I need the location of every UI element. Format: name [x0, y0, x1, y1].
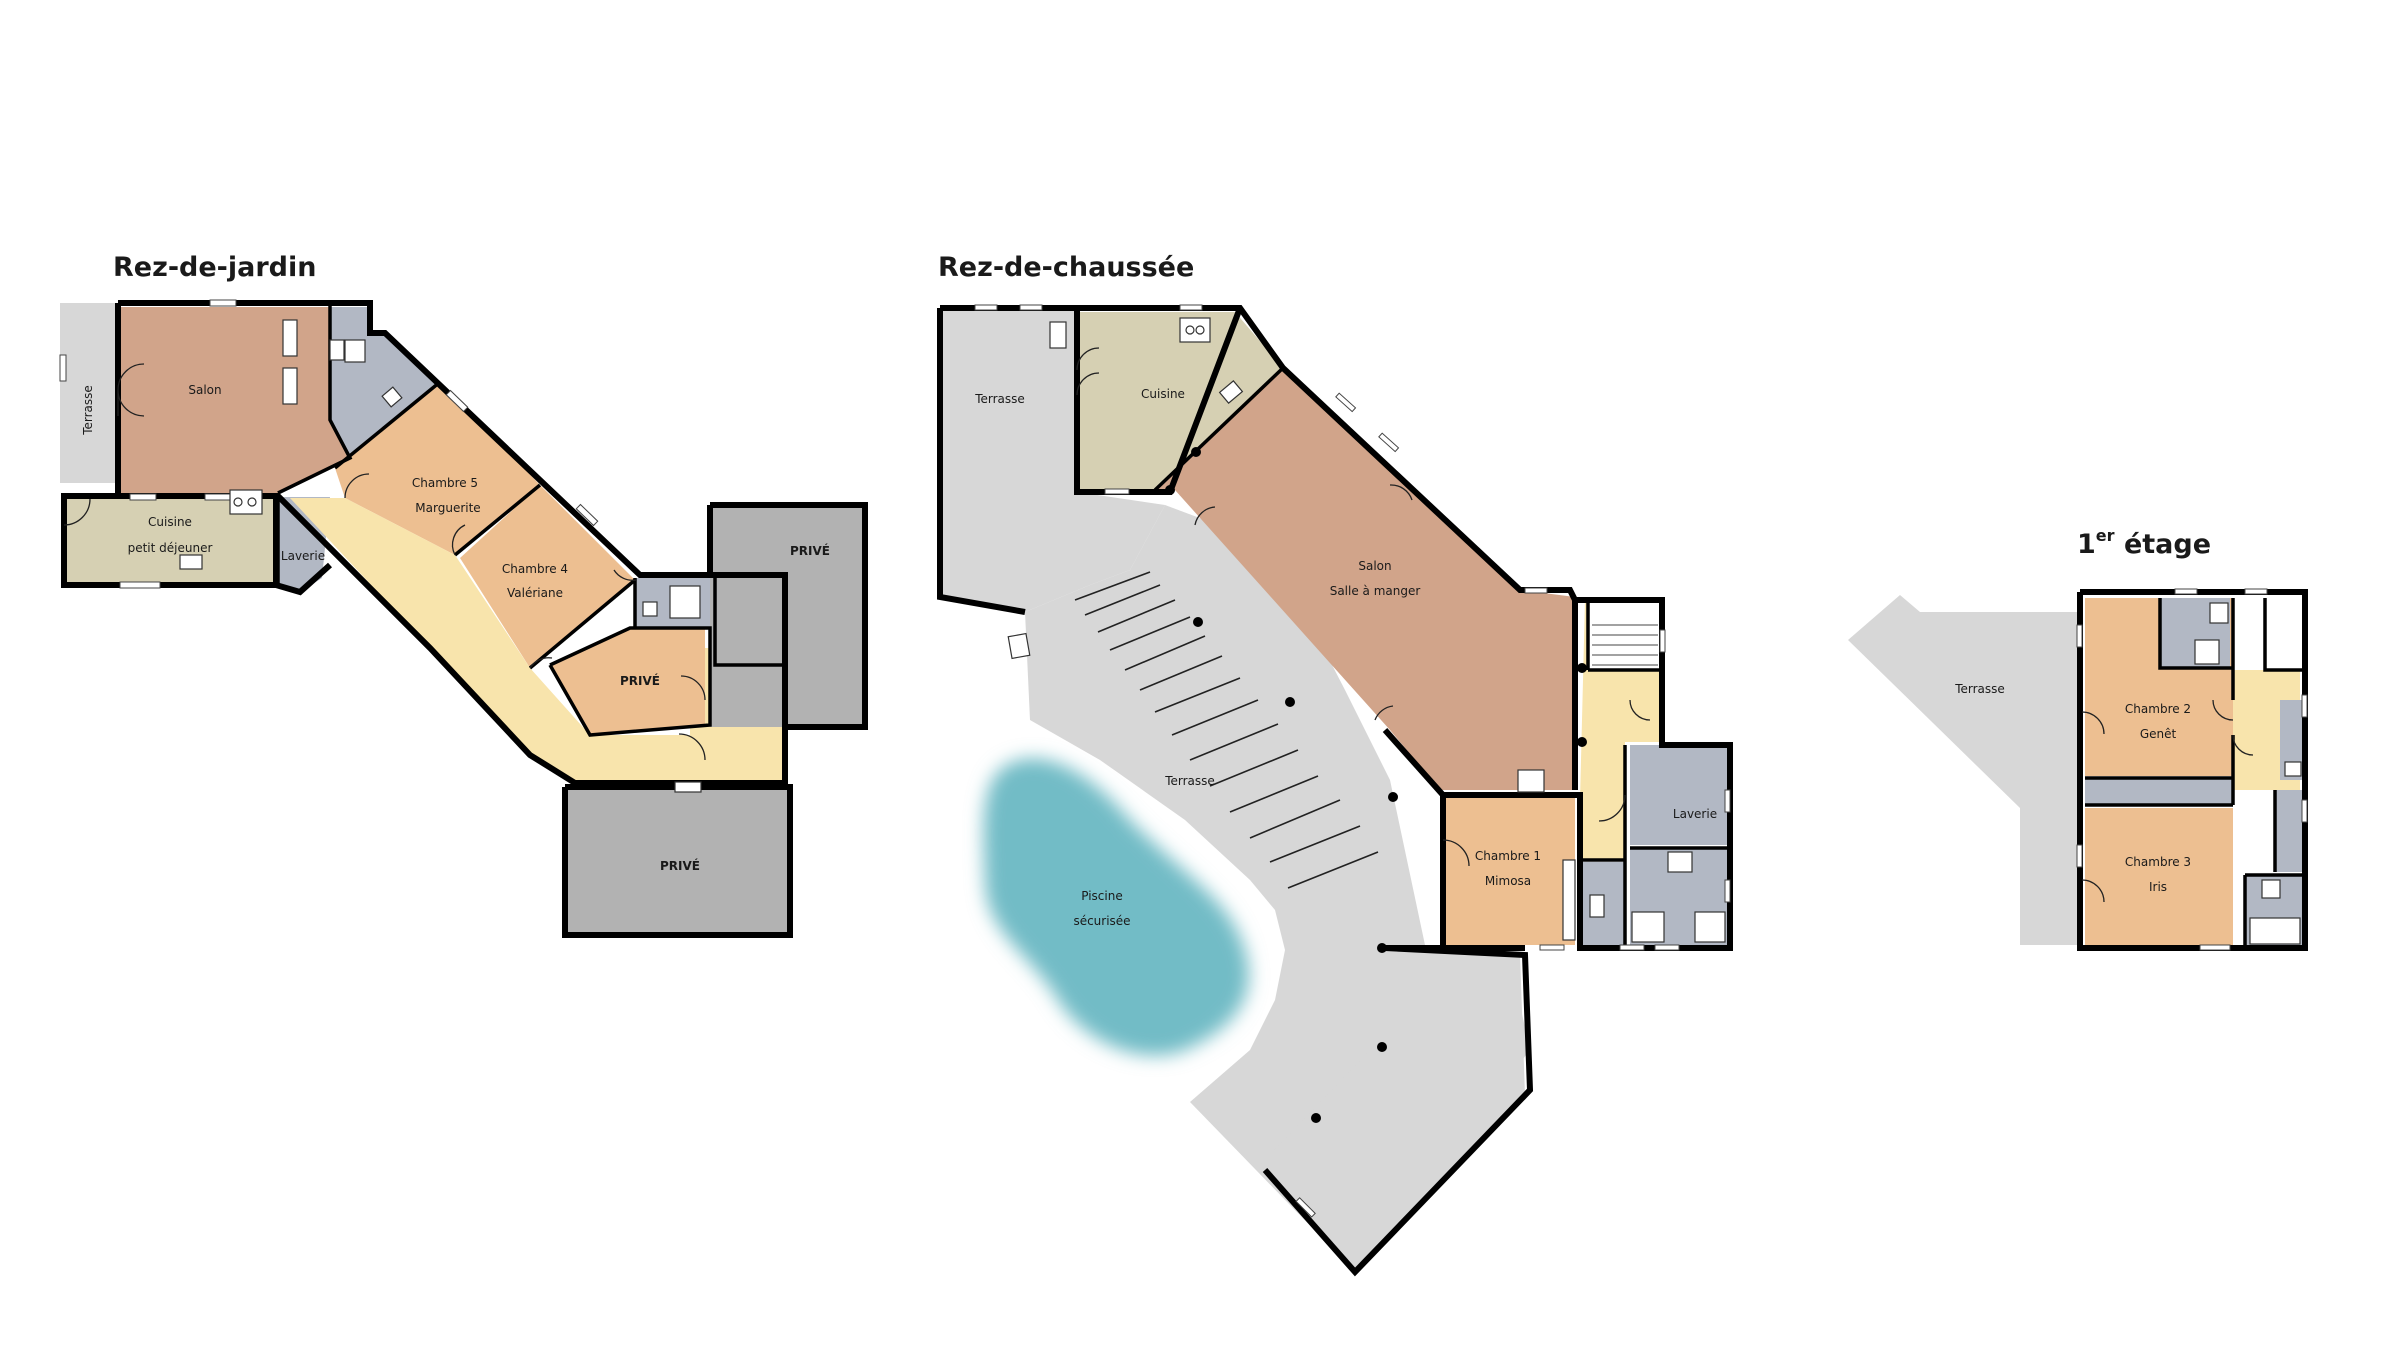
room-garden-salon	[118, 307, 350, 493]
label-garden-ch5-1: Chambre 5	[412, 476, 478, 490]
room-garden-ch4	[460, 485, 635, 668]
label-ground-terrasse-main: Terrasse	[1164, 774, 1215, 788]
floor-first: 1er étage	[1848, 526, 2308, 951]
floor-title-first: 1er étage	[2077, 526, 2211, 560]
label-garden-ch4-2: Valériane	[507, 586, 563, 600]
room-ground-laundry	[1630, 745, 1728, 845]
label-garden-ch4-1: Chambre 4	[502, 562, 568, 576]
room-ground-terrace-nw	[940, 308, 1165, 612]
stairs-ground-steps	[1592, 624, 1658, 666]
label-ground-piscine2: sécurisée	[1073, 914, 1130, 928]
label-garden-cuisine1: Cuisine	[148, 515, 192, 529]
floor-ground: Rez-de-chaussée	[937, 252, 1733, 1277]
room-garden-prive3	[565, 785, 787, 935]
room-garden-prive1	[550, 628, 705, 735]
room-garden-ch5	[335, 382, 540, 555]
label-ground-cuisine: Cuisine	[1141, 387, 1185, 401]
room-first-closet	[2085, 778, 2233, 804]
floor-title-ground: Rez-de-chaussée	[938, 252, 1194, 283]
label-ground-salon2: Salle à manger	[1330, 584, 1421, 598]
label-ground-ch1-1: Chambre 1	[1475, 849, 1541, 863]
label-garden-laverie: Laverie	[281, 549, 325, 563]
label-garden-cuisine2: petit déjeuner	[128, 541, 213, 555]
label-ground-salon1: Salon	[1358, 559, 1391, 573]
label-first-ch3-2: Iris	[2149, 880, 2167, 894]
room-ground-ch1	[1443, 795, 1575, 945]
label-first-ch2-2: Genêt	[2140, 727, 2177, 741]
label-garden-salon: Salon	[188, 383, 221, 397]
room-first-closet2	[2275, 790, 2303, 872]
label-first-ch3-1: Chambre 3	[2125, 855, 2191, 869]
label-garden-prive3: PRIVÉ	[660, 858, 700, 873]
room-ground-terrace-south2	[1260, 950, 1525, 1272]
label-ground-laverie: Laverie	[1673, 807, 1717, 821]
label-garden-terrasse: Terrasse	[81, 385, 95, 436]
room-first-ch3	[2085, 808, 2233, 948]
label-first-ch2-1: Chambre 2	[2125, 702, 2191, 716]
label-ground-piscine1: Piscine	[1081, 889, 1122, 903]
label-garden-ch5-2: Marguerite	[415, 501, 480, 515]
room-first-terrace	[1848, 595, 2080, 945]
steps-ground	[1074, 571, 1379, 889]
room-garden-corridor	[290, 498, 785, 780]
room-ground-kitchen	[1077, 312, 1283, 490]
floor-title-garden: Rez-de-jardin	[113, 252, 316, 283]
label-garden-prive2: PRIVÉ	[790, 543, 830, 558]
room-ground-salon	[1155, 368, 1575, 790]
floor-garden: Rez-de-jardin	[59, 252, 868, 938]
pool	[983, 758, 1249, 1056]
grill-fixture	[674, 781, 702, 793]
posts-ground	[1165, 447, 1587, 1123]
label-first-terrasse: Terrasse	[1954, 682, 2005, 696]
label-ground-ch1-2: Mimosa	[1485, 874, 1531, 888]
room-garden-terrace	[60, 303, 118, 483]
label-ground-terrasse-nw: Terrasse	[974, 392, 1025, 406]
label-garden-prive1: PRIVÉ	[620, 673, 660, 688]
